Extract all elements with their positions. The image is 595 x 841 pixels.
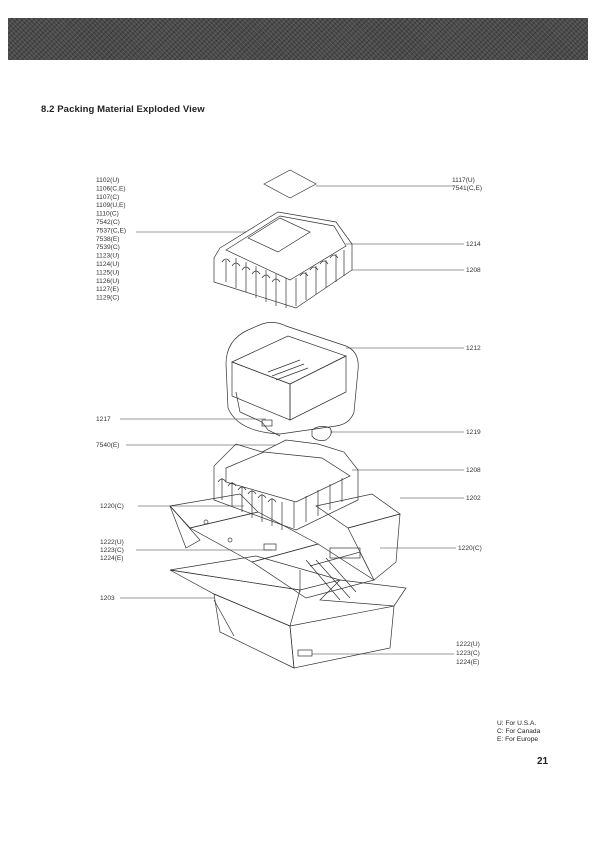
part-label: 7537(C,E): [96, 227, 126, 234]
part-label: 1125(U): [96, 269, 119, 276]
part-label: 1223(C): [456, 650, 480, 657]
part-label: 1223(C): [100, 547, 124, 554]
part-label: 1124(U): [96, 261, 119, 268]
part-label: 1214: [466, 241, 481, 248]
part-label: 1219: [466, 429, 481, 436]
outer-carton: [169, 555, 407, 669]
open-carton: [169, 493, 401, 601]
legend-key: U:: [497, 720, 504, 727]
part-label: 1107(C): [96, 194, 119, 201]
labels-right: 1117(U) 7541(C,E) 1214 1208 1212 1219 12…: [452, 177, 482, 666]
packed-unit: [225, 322, 359, 441]
part-label: 1224(E): [456, 659, 479, 666]
part-label: 1217: [96, 416, 111, 423]
part-label: 1220(C): [458, 545, 482, 552]
part-label: 7541(C,E): [452, 185, 482, 192]
legend-text: For Europe: [505, 736, 539, 744]
legend-key: C:: [497, 728, 504, 736]
part-label: 1203: [100, 595, 115, 602]
part-label: 7539(C): [96, 244, 120, 251]
top-sheet: [263, 169, 317, 199]
legend-text: For Canada: [505, 728, 541, 736]
part-label: 1129(C): [96, 295, 119, 302]
part-label: 1106(C,E): [96, 185, 126, 192]
legend-text: For U.S.A.: [505, 720, 537, 727]
labels-left-mid: 1217 7540(E): [96, 416, 119, 449]
part-label: 1220(C): [100, 503, 124, 510]
part-label: 1222(U): [100, 539, 124, 546]
part-label: 1110(C): [96, 211, 119, 218]
lower-tray: [213, 439, 359, 531]
part-label: 1123(U): [96, 253, 119, 260]
legend-row: U: For U.S.A.: [497, 720, 540, 728]
part-label: 1222(U): [456, 641, 480, 648]
part-label: 1208: [466, 267, 481, 274]
part-label: 1224(E): [100, 555, 123, 562]
part-label: 1127(E): [96, 286, 119, 293]
part-label: 1109(U,E): [96, 202, 126, 209]
header-band: [8, 18, 588, 60]
page-number: 21: [537, 756, 549, 767]
part-label: 1202: [466, 495, 481, 502]
region-legend: U: For U.S.A. C: For Canada E: For Europ…: [497, 720, 540, 745]
upper-tray: [213, 211, 353, 309]
legend-row: E: For Europe: [497, 736, 540, 744]
legend-key: E:: [497, 736, 504, 744]
part-label: 1117(U): [452, 177, 475, 184]
part-label: 1212: [466, 345, 481, 352]
part-label: 7538(E): [96, 236, 119, 243]
part-label: 7540(E): [96, 442, 119, 449]
section-title: 8.2 Packing Material Exploded View: [41, 104, 205, 115]
legend-row: C: For Canada: [497, 728, 540, 736]
labels-left-lower: 1220(C) 1222(U) 1223(C) 1224(E) 1203: [100, 503, 124, 602]
labels-left-top: 1102(U) 1106(C,E) 1107(C) 1109(U,E) 1110…: [96, 177, 126, 302]
part-label: 1208: [466, 467, 481, 474]
part-label: 7542(C): [96, 219, 120, 226]
part-label: 1126(U): [96, 278, 119, 285]
part-label: 1102(U): [96, 177, 119, 184]
